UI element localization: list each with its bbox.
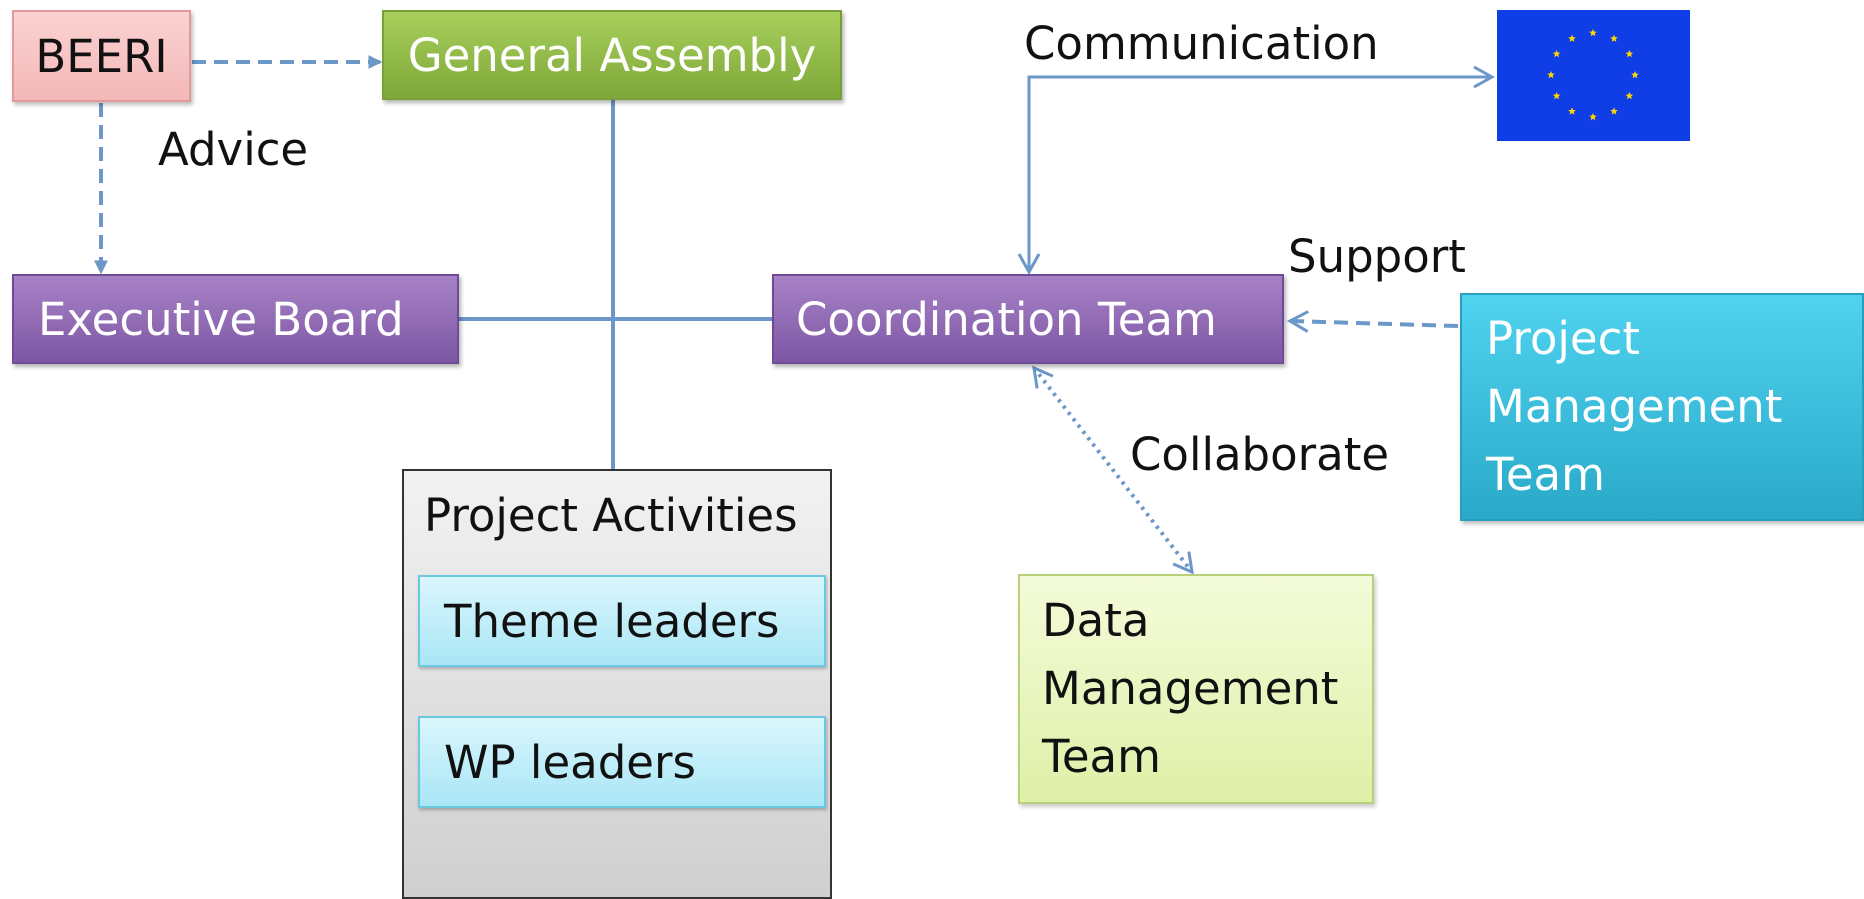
eu-flag-star: [1552, 92, 1561, 100]
eu-flag-star: [1625, 50, 1634, 58]
wp-leaders-box: WP leaders: [418, 716, 826, 808]
eu-flag-star: [1631, 71, 1639, 79]
general-assembly-box: General Assembly: [382, 10, 842, 100]
data-management-team-label: Data Management Team: [1042, 594, 1339, 783]
eu-flag-stars: [1547, 29, 1639, 121]
support-label: Support: [1288, 230, 1466, 283]
support-connector: [1286, 310, 1459, 333]
theme-leaders-label: Theme leaders: [444, 594, 780, 648]
eu-flag-star: [1568, 107, 1576, 115]
project-activities-label: Project Activities: [424, 489, 798, 542]
project-management-team-label: Project Management Team: [1486, 312, 1783, 501]
beeri-box: BEERI: [12, 10, 191, 102]
general-assembly-label: General Assembly: [407, 28, 817, 82]
project-management-team-box: Project Management Team: [1460, 293, 1864, 521]
eu-flag-star: [1610, 107, 1618, 115]
coordination-team-label: Coordination Team: [796, 292, 1217, 346]
eu-flag-star: [1610, 34, 1618, 42]
wp-leaders-label: WP leaders: [444, 735, 696, 789]
theme-leaders-box: Theme leaders: [418, 575, 826, 667]
advice-label: Advice: [158, 123, 309, 176]
executive-board-box: Executive Board: [12, 274, 459, 364]
beeri-label: BEERI: [35, 29, 168, 83]
collaborate-label: Collaborate: [1130, 428, 1390, 481]
eu-flag-star: [1589, 113, 1597, 121]
eu-flag-star: [1547, 71, 1555, 79]
eu-flag-star: [1589, 29, 1597, 37]
eu-flag-icon: [1497, 10, 1690, 141]
coordination-team-box: Coordination Team: [772, 274, 1284, 364]
eu-flag-star: [1625, 92, 1634, 100]
data-management-team-box: Data Management Team: [1018, 574, 1374, 804]
eu-flag-star: [1552, 50, 1561, 58]
eu-flag-star: [1568, 34, 1576, 42]
communication-label: Communication: [1024, 17, 1379, 70]
executive-board-label: Executive Board: [38, 292, 404, 346]
project-activities-box: Project Activities: [402, 469, 832, 899]
